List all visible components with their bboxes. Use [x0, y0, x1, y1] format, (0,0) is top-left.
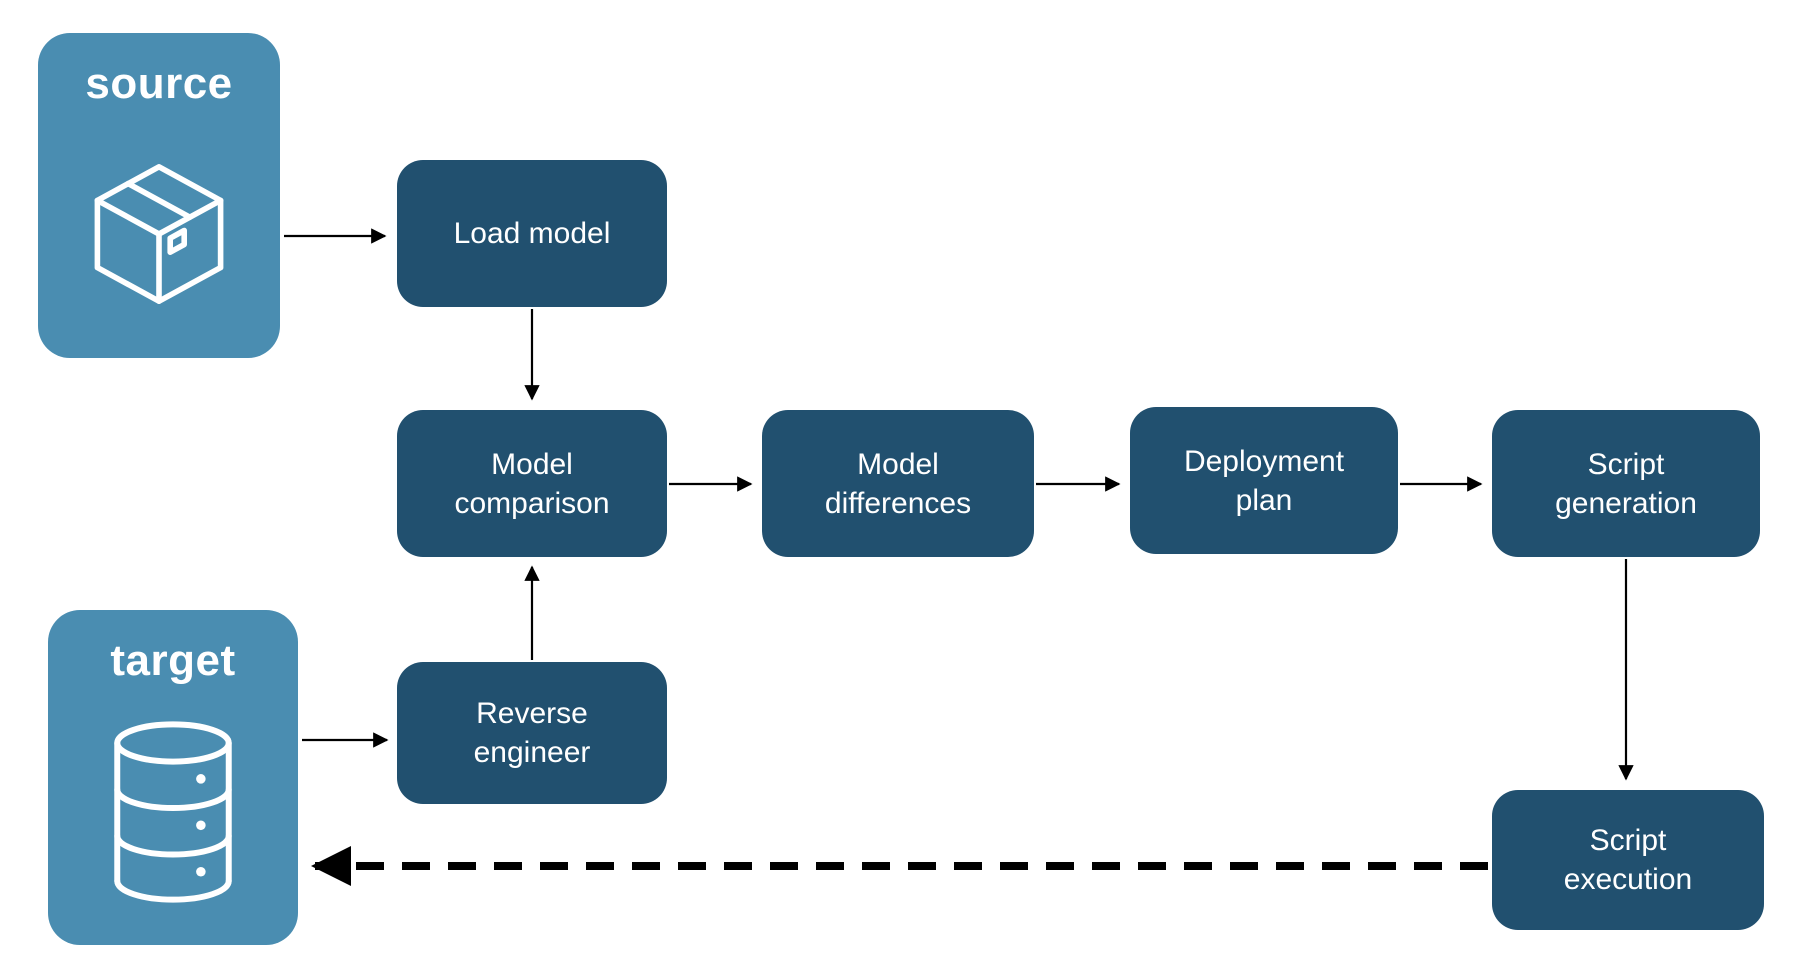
reverse-engineer-label: Reverse engineer [473, 697, 591, 769]
package-icon [38, 109, 280, 358]
node-script-generation: Script generation [1492, 410, 1760, 557]
node-model-comparison: Model comparison [397, 410, 667, 557]
node-script-execution: Script execution [1492, 790, 1764, 930]
node-model-differences: Model differences [762, 410, 1034, 557]
node-deployment-plan: Deployment plan [1130, 407, 1398, 554]
script-execution-label: Script execution [1563, 824, 1693, 896]
node-source: source [38, 33, 280, 358]
target-label: target [110, 636, 236, 685]
load-model-label: Load model [453, 217, 611, 250]
database-icon [48, 686, 298, 945]
source-label: source [85, 59, 233, 108]
model-differences-label: Model differences [824, 447, 972, 520]
node-target: target [48, 610, 298, 945]
node-load-model: Load model [397, 160, 667, 307]
script-generation-label: Script generation [1555, 447, 1697, 520]
node-reverse-engineer: Reverse engineer [397, 662, 667, 804]
deployment-plan-label: Deployment plan [1183, 444, 1345, 517]
model-comparison-label: Model comparison [454, 447, 610, 520]
